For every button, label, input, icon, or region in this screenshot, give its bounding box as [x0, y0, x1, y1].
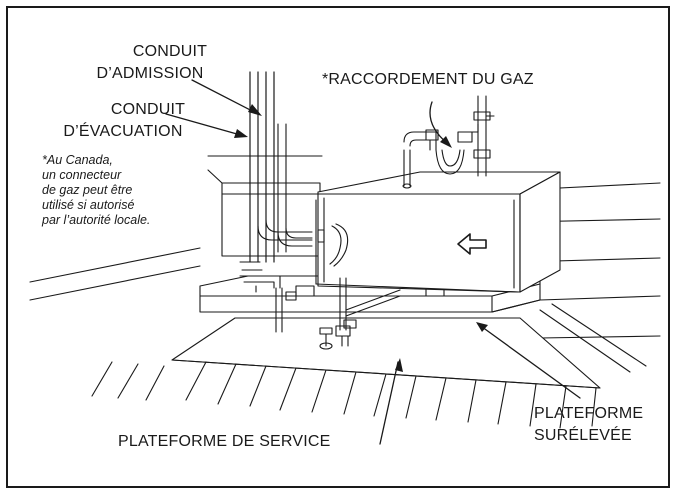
- duct-housing: [207, 169, 321, 257]
- platform-hatch: [91, 361, 597, 429]
- intake-label-line2: D’ADMISSION: [96, 65, 204, 82]
- exhaust-label-line2: D’ÉVACUATION: [63, 123, 183, 140]
- gas-connection-label: *RACCORDEMENT DU GAZ: [322, 71, 534, 88]
- drain-piping: [239, 275, 297, 333]
- vent-pipes: [239, 71, 313, 271]
- note-line: un connecteur: [42, 168, 122, 182]
- gas-connector: [402, 95, 495, 189]
- service-platform-label: PLATEFORME DE SERVICE: [118, 433, 331, 450]
- raised-platform-label-line1: PLATEFORME: [534, 405, 644, 422]
- leader-arrowheads: [234, 104, 488, 372]
- exhaust-label-line1: CONDUIT: [110, 101, 186, 118]
- note-line: utilisé si autorisé: [42, 198, 135, 212]
- note-line: par l’autorité locale.: [42, 213, 151, 227]
- raised-platform-label-line2: SURÉLEVÉE: [534, 427, 632, 444]
- note-line: de gaz peut être: [42, 183, 133, 197]
- canada-note: *Au Canada, un connecteur de gaz peut êt…: [40, 153, 196, 228]
- left-arrow-icon: [457, 233, 487, 255]
- gas-drop-pipe: [319, 277, 401, 350]
- note-line: *Au Canada,: [42, 153, 113, 167]
- intake-label-line1: CONDUIT: [132, 43, 208, 60]
- rooftop-unit: [315, 171, 561, 293]
